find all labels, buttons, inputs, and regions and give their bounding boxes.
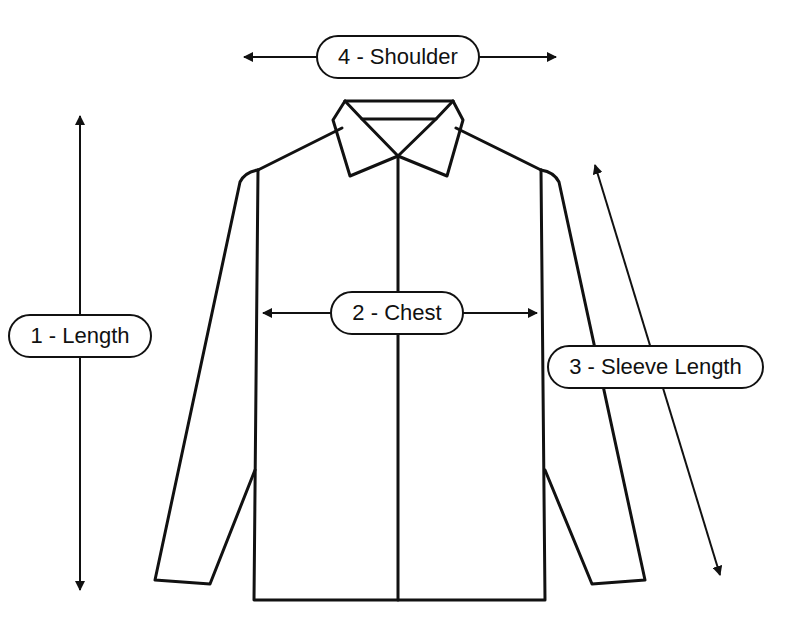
placket — [397, 156, 400, 600]
dimension-label: 2 - Chest — [330, 291, 464, 335]
label-text: 3 - Sleeve Length — [569, 354, 741, 380]
label-text: 4 - Shoulder — [338, 44, 458, 70]
collar-band — [345, 100, 453, 103]
collar-opening — [362, 119, 436, 156]
dimension-arrows — [80, 57, 720, 590]
collar-inner — [345, 101, 453, 119]
left-shoulder — [258, 128, 342, 170]
dimension-label: 1 - Length — [8, 314, 152, 358]
left-sleeve — [155, 170, 258, 584]
dimension-label: 3 - Sleeve Length — [547, 345, 764, 389]
label-text: 1 - Length — [30, 323, 129, 349]
right-shoulder — [456, 128, 541, 170]
dimension-label: 4 - Shoulder — [316, 35, 480, 79]
label-text: 2 - Chest — [352, 300, 441, 326]
